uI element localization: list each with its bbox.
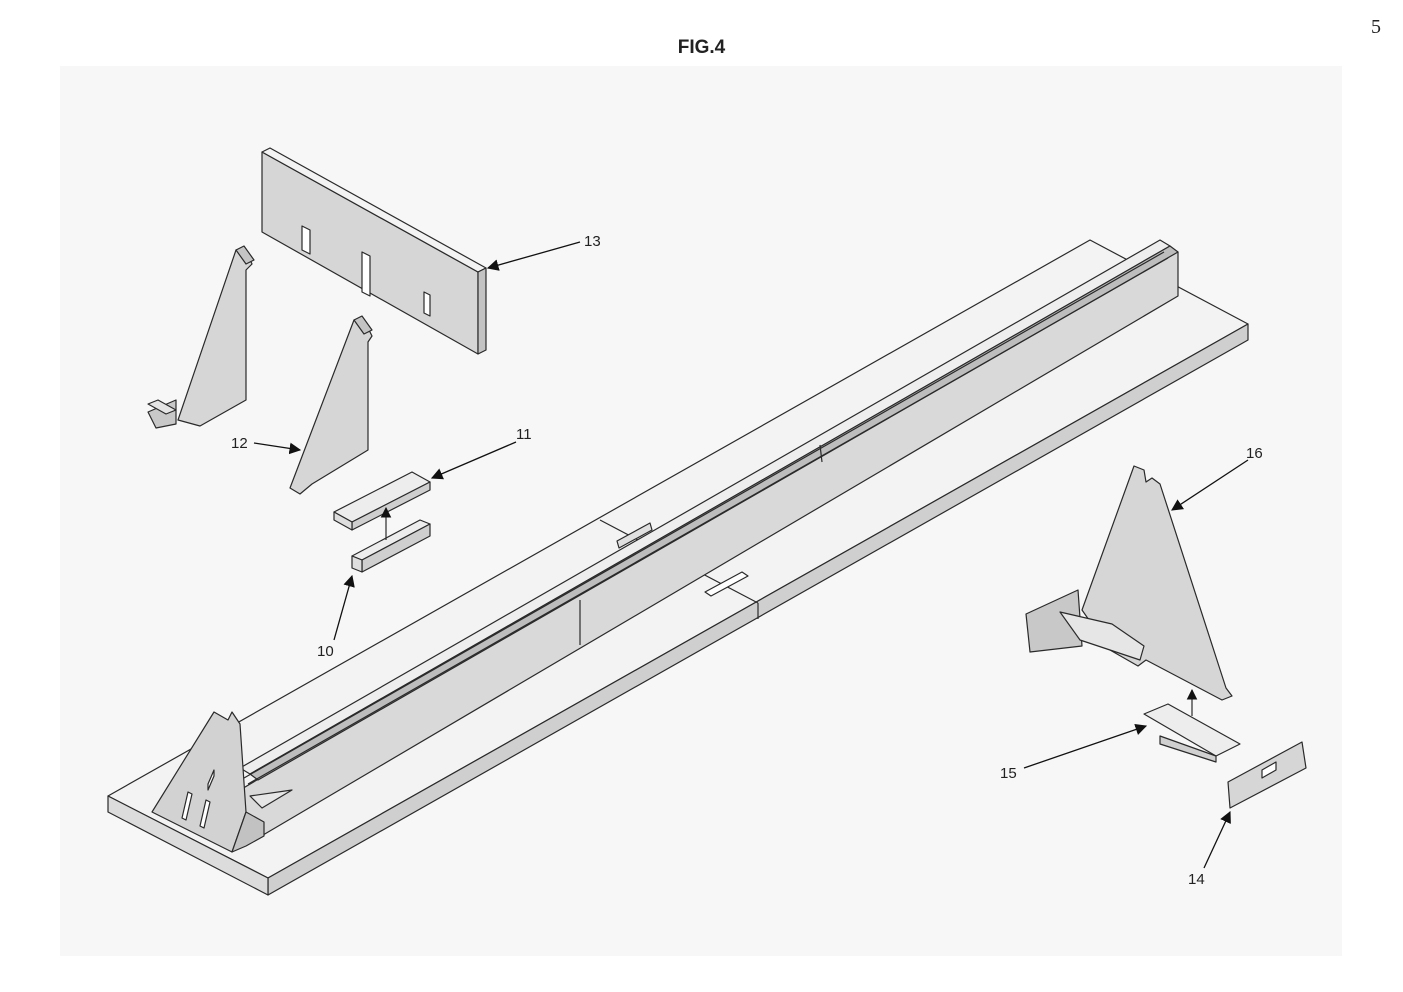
leader-13 bbox=[486, 241, 581, 271]
stand-16 bbox=[1025, 465, 1233, 701]
bracket-12-back bbox=[147, 245, 255, 429]
rail bbox=[239, 239, 1179, 839]
ref-numeral-14: 14 bbox=[1188, 871, 1205, 888]
leader-10 bbox=[333, 574, 355, 641]
part-10 bbox=[351, 519, 431, 573]
leader-16 bbox=[1171, 459, 1249, 511]
page-number: 5 bbox=[1371, 16, 1381, 38]
figure-title: FIG.4 bbox=[677, 37, 726, 58]
leader-15 bbox=[1023, 723, 1148, 769]
bracket-12-front bbox=[289, 315, 373, 495]
leader-11 bbox=[430, 441, 517, 480]
ref-numeral-16: 16 bbox=[1246, 445, 1263, 462]
end-stand-left bbox=[151, 711, 293, 853]
ref-numeral-15: 15 bbox=[1000, 765, 1017, 782]
leader-12 bbox=[253, 442, 302, 455]
ref-numeral-11: 11 bbox=[516, 426, 532, 443]
part-14 bbox=[1227, 741, 1307, 809]
panel-13 bbox=[261, 147, 487, 355]
ref-numeral-10: 10 bbox=[317, 643, 334, 660]
part-11 bbox=[333, 471, 431, 531]
part-15 bbox=[1143, 703, 1241, 763]
ref-numeral-13: 13 bbox=[584, 233, 601, 250]
leader-14 bbox=[1203, 810, 1231, 869]
ref-numeral-12: 12 bbox=[231, 435, 248, 452]
